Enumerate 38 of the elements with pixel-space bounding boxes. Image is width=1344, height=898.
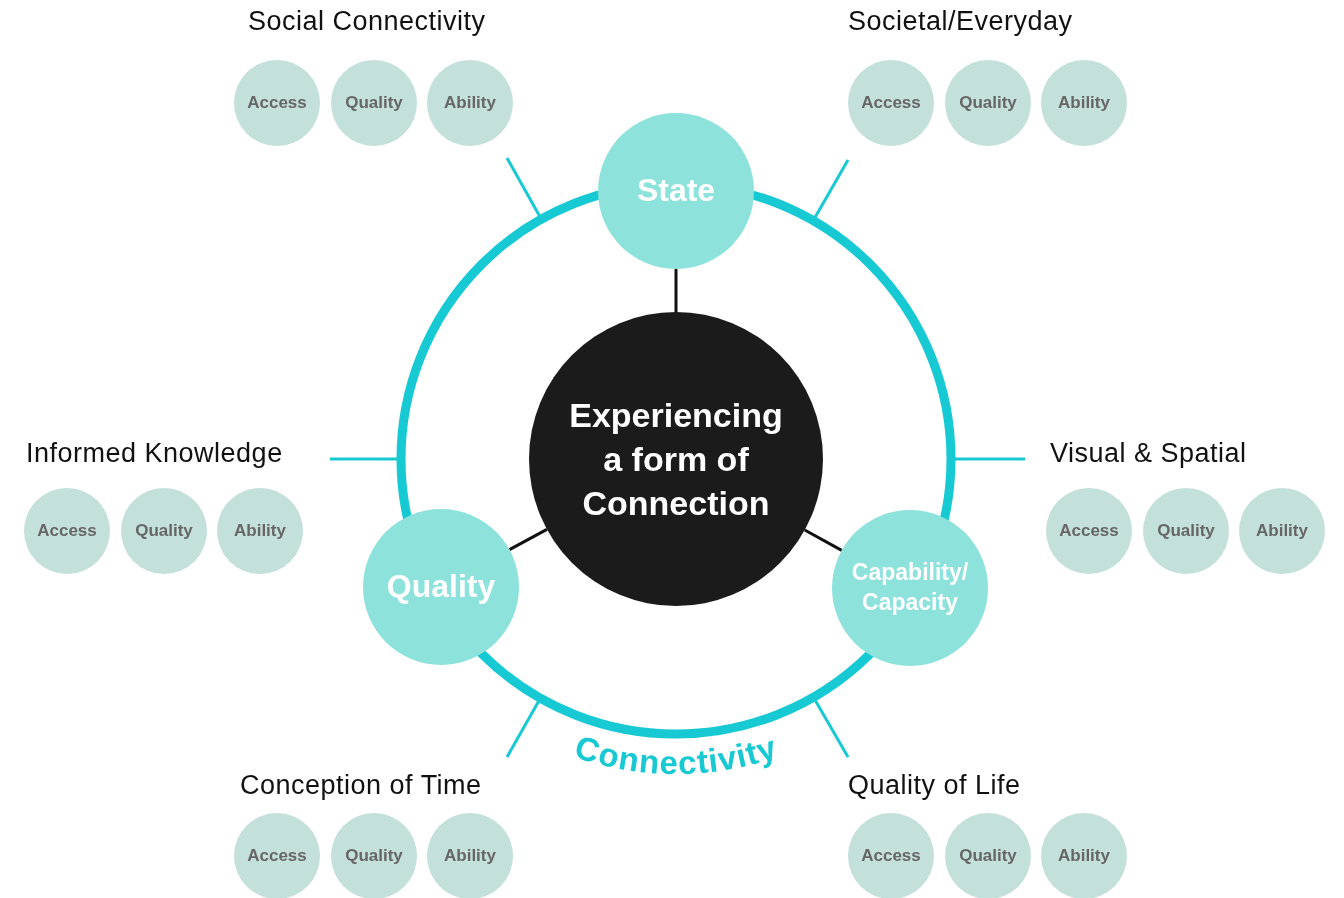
- category-label: Visual & Spatial: [1050, 437, 1247, 470]
- topic-text: State: [636, 171, 716, 211]
- criterion-text: Quality: [959, 844, 1017, 867]
- connector-line: [508, 528, 548, 551]
- connector-line: [674, 269, 678, 312]
- category-label: Conception of Time: [240, 769, 482, 802]
- criterion-text: Ability: [444, 844, 496, 867]
- criterion-text: Access: [1059, 519, 1119, 542]
- criterion-text: Ability: [234, 519, 286, 542]
- criterion-text: Quality: [345, 844, 403, 867]
- criterion-text: Access: [861, 844, 921, 867]
- tick-line: [814, 699, 850, 758]
- ring-label: Connectivity: [570, 728, 782, 782]
- criterion-text: Quality: [345, 91, 403, 114]
- topic-text: Quality: [386, 567, 496, 607]
- criterion-text: Quality: [1157, 519, 1215, 542]
- criterion-text: Access: [861, 91, 921, 114]
- criterion-text: Ability: [1058, 844, 1110, 867]
- criterion-text: Access: [37, 519, 97, 542]
- criterion-text: Access: [247, 844, 307, 867]
- tick-line: [505, 700, 540, 758]
- connector-line: [804, 528, 843, 552]
- tick-line: [813, 159, 850, 218]
- topic-text: Capability/ Capacity: [850, 558, 970, 617]
- criterion-text: Ability: [1256, 519, 1308, 542]
- category-label: Social Connectivity: [248, 5, 486, 38]
- category-label: Societal/Everyday: [848, 5, 1073, 38]
- category-label: Informed Knowledge: [26, 437, 283, 470]
- criterion-text: Ability: [444, 91, 496, 114]
- criterion-text: Quality: [135, 519, 193, 542]
- criterion-text: Quality: [959, 91, 1017, 114]
- tick-line: [955, 457, 1025, 461]
- tick-line: [505, 157, 541, 217]
- center-text: Experiencing a form of Connection: [568, 394, 784, 525]
- tick-line: [330, 457, 397, 461]
- category-label: Quality of Life: [848, 769, 1021, 802]
- criterion-text: Access: [247, 91, 307, 114]
- criterion-text: Ability: [1058, 91, 1110, 114]
